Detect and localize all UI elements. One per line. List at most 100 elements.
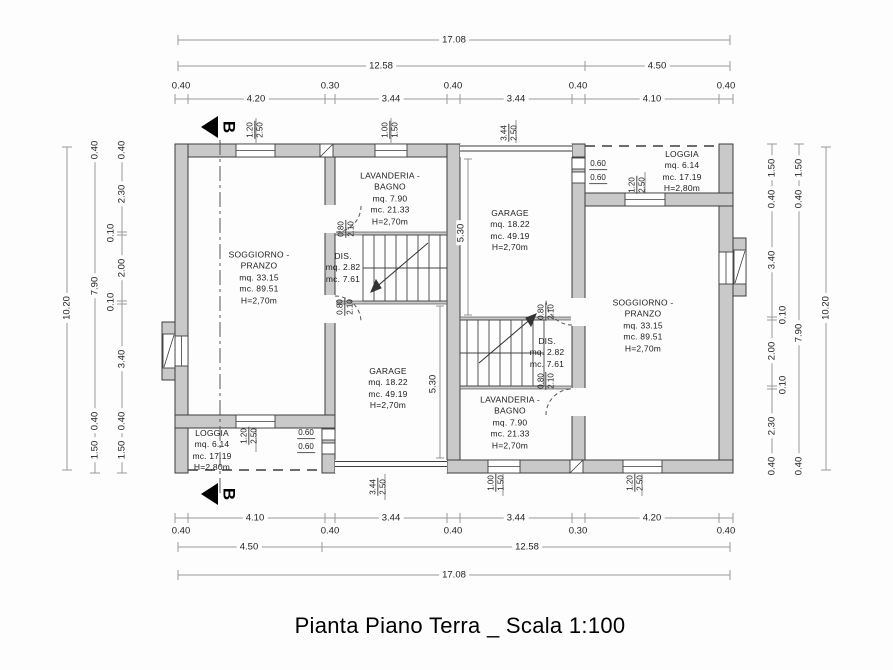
dim-top-main-2: 3.44	[503, 94, 529, 104]
room-mc: mc. 89.51	[623, 331, 663, 342]
door-height: 2.50	[377, 478, 388, 496]
dim-bot-small-1: 0.40	[317, 526, 343, 536]
room-name2: BAGNO	[494, 405, 526, 416]
small-win-label-left-2: 0.60	[297, 442, 315, 453]
dim-top-main-3: 4.10	[639, 94, 665, 104]
section-marker-triangles	[201, 116, 218, 505]
win-height: 2.50	[254, 121, 265, 139]
room-h: H=2,70m	[240, 295, 278, 306]
door-width: 0.80	[335, 299, 345, 315]
win-width: 1.00	[380, 122, 390, 138]
door-arcs	[334, 205, 573, 416]
room-mq: mq. 7.90	[492, 417, 528, 428]
room-name2: PRANZO	[240, 260, 278, 271]
win-label-loggia-left: 1.20 2.50	[239, 427, 259, 445]
room-label-loggia-right: LOGGIA mq. 6.14 mc. 17.19 H=2,80m	[662, 149, 701, 195]
win-height: 1.50	[495, 474, 506, 492]
dim-right-mid-2: 7.90	[793, 320, 804, 346]
door-openings	[324, 205, 586, 416]
room-name: DIS.	[538, 335, 556, 346]
dim-left-mid-2: 0.40	[89, 408, 100, 434]
room-name: GARAGE	[491, 208, 529, 219]
dim-right-inner-7: 0.40	[766, 453, 777, 479]
dim-right-mid-1: 0.40	[793, 186, 804, 212]
dim-bot-small-3: 0.30	[565, 526, 591, 536]
room-h: H=2,70m	[491, 242, 529, 253]
room-mq: mq. 33.15	[239, 272, 279, 283]
dim-top-total: 17.08	[439, 35, 469, 45]
room-mq: mq. 18.22	[490, 219, 530, 230]
room-label-lavanderia-left: LAVANDERIA - BAGNO mq. 7.90 mc. 21.33 H=…	[360, 170, 420, 227]
dim-left-inner-5: 3.40	[116, 346, 127, 372]
room-mc: mc. 7.61	[325, 273, 361, 284]
room-mc: mc. 7.61	[529, 358, 565, 369]
win-width: 1.20	[625, 475, 635, 491]
win-label-sogg-right-bottom: 1.20 2.50	[625, 474, 645, 492]
dim-bot-main-3: 4.20	[639, 513, 665, 523]
room-name: LOGGIA	[195, 428, 229, 439]
stairs-left	[362, 234, 448, 302]
small-win-label-left-1: 0.60	[297, 428, 315, 439]
dim-bot-small-4: 0.40	[713, 526, 739, 536]
small-win-label-right-2: 0.60	[589, 173, 607, 184]
dimension-lines	[62, 35, 831, 580]
room-mq: mq. 7.90	[372, 193, 408, 204]
section-marker-b-bottom: B	[219, 487, 239, 501]
room-mq: mq. 33.15	[623, 320, 663, 331]
room-label-soggiorno-right: SOGGIORNO - PRANZO mq. 33.15 mc. 89.51 H…	[613, 297, 674, 354]
dim-right-inner-5: 0.10	[777, 372, 788, 398]
room-mq: mq. 2.82	[325, 262, 361, 273]
dim-right-inner-4: 2.00	[766, 338, 777, 364]
room-h: H=2,70m	[491, 440, 529, 451]
door-height: 2.50	[508, 124, 519, 142]
room-name: SOGGIORNO -	[612, 297, 674, 308]
door-width: 3.44	[368, 479, 378, 495]
room-label-loggia-left: LOGGIA mq. 6.14 mc. 17.19 H=2,80m	[192, 428, 231, 474]
door-label-right-upper: 0.80 2.10	[536, 303, 556, 321]
door-height: 2.10	[545, 303, 556, 321]
door-width: 3.44	[499, 125, 509, 141]
dim-top-main-0: 4.20	[243, 94, 269, 104]
room-mq: mq. 18.22	[368, 377, 408, 388]
dim-left-mid-1: 7.90	[89, 273, 100, 299]
room-name: SOGGIORNO -	[228, 249, 290, 260]
win-label-lav-right-bottom: 1.00 1.50	[486, 474, 506, 492]
room-label-soggiorno-left: SOGGIORNO - PRANZO mq. 33.15 mc. 89.51 H…	[229, 249, 290, 306]
door-height: 2.10	[344, 298, 355, 316]
dim-left-inner-0: 0.40	[116, 137, 127, 163]
room-mc: mc. 21.33	[490, 428, 530, 439]
dim-top-row2-1: 4.50	[644, 61, 670, 71]
dim-left-mid-3: 1.50	[89, 437, 100, 463]
door-width: 0.80	[536, 373, 546, 389]
dim-right-total: 10.20	[820, 293, 831, 323]
stairs-right	[459, 319, 545, 387]
room-h: H=2,80m	[193, 462, 231, 473]
dim-bot-small-0: 0.40	[168, 526, 194, 536]
dim-right-inner-2: 3.40	[766, 247, 777, 273]
dim-bot-row2-1: 12.58	[512, 542, 542, 552]
section-marker-b-top: B	[219, 120, 239, 134]
room-label-garage-left: GARAGE mq. 18.22 mc. 49.19 H=2,70m	[368, 366, 408, 412]
win-label-loggia-right: 1.20 2.50	[627, 176, 647, 194]
dim-top-small-2: 0.40	[440, 81, 466, 91]
dim-left-inner-6: 0.40	[116, 408, 127, 434]
dim-top-small-1: 0.30	[317, 81, 343, 91]
dim-garage-right-depth: 5.30	[455, 220, 466, 246]
room-h: H=2,70m	[369, 400, 407, 411]
room-mc: mc. 17.19	[192, 451, 232, 461]
door-height: 2.10	[545, 372, 556, 390]
room-mc: mc. 89.51	[239, 283, 279, 294]
dim-left-mid-0: 0.40	[89, 137, 100, 163]
win-width: 1.00	[486, 475, 496, 491]
dim-left-inner-3: 2.00	[116, 255, 127, 281]
dim-right-inner-0: 1.50	[766, 155, 777, 181]
dim-bot-main-2: 3.44	[503, 513, 529, 523]
room-label-lavanderia-right: LAVANDERIA - BAGNO mq. 7.90 mc. 21.33 H=…	[480, 394, 540, 451]
room-name: GARAGE	[369, 366, 407, 377]
page-title: Pianta Piano Terra _ Scala 1:100	[294, 613, 626, 638]
dim-garage-left-depth: 5.30	[427, 371, 438, 397]
room-name2: BAGNO	[374, 181, 406, 192]
room-mq: mq. 6.14	[664, 160, 700, 171]
